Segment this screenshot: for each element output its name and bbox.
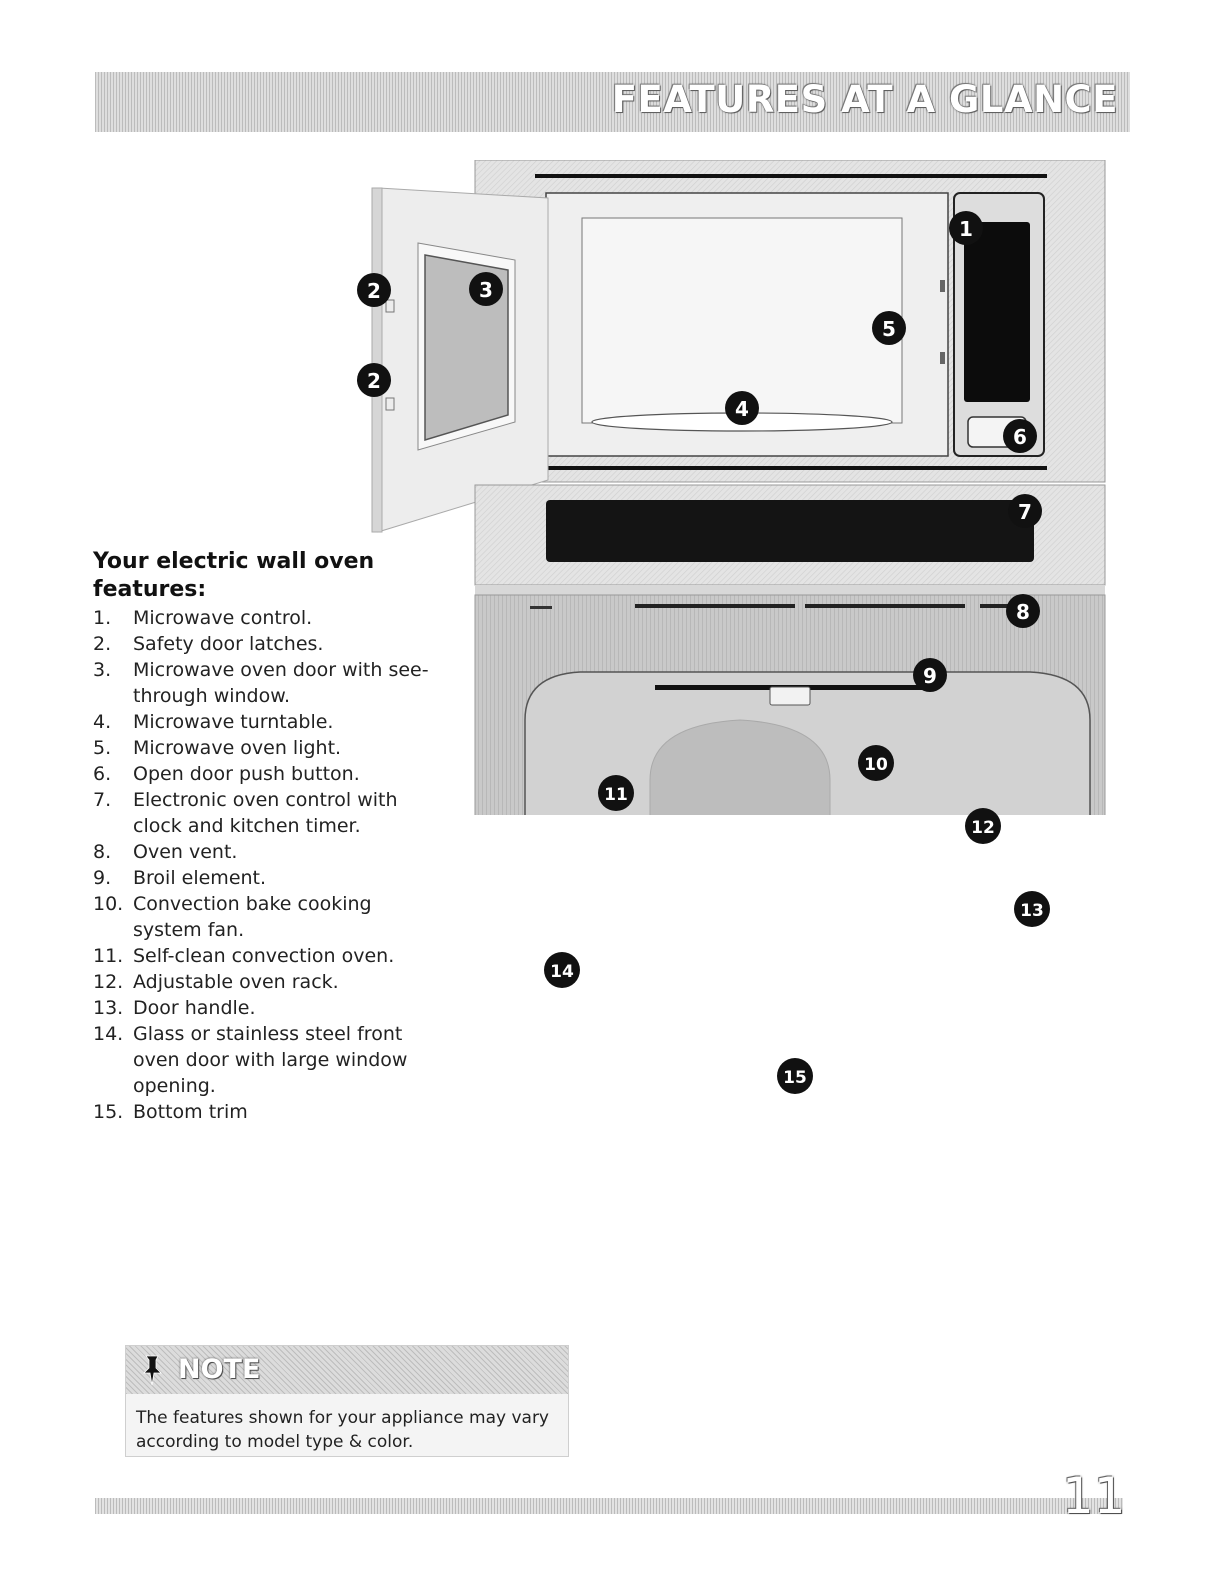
list-item: 4.Microwave turntable. [93,711,334,733]
note-title: NOTE [178,1354,261,1385]
svg-text:6: 6 [1013,425,1027,449]
svg-text:9: 9 [923,664,937,688]
callout-13: 13 [1014,891,1050,927]
list-item: 13.Door handle. [93,997,256,1019]
list-item: 15.Bottom trim [93,1101,248,1123]
note-box: NOTE The features shown for your applian… [125,1345,569,1457]
list-item: 11.Self-clean convection oven. [93,945,395,967]
list-item: 2.Safety door latches. [93,633,324,655]
note-header: NOTE [126,1346,568,1394]
svg-text:15: 15 [783,1068,807,1088]
svg-text:2: 2 [367,279,381,303]
list-item: 3.Microwave oven door with see-through w… [93,659,429,707]
list-item: 8.Oven vent. [93,841,238,863]
callout-2-upper: 2 [357,273,391,307]
callout-11: 11 [598,775,634,811]
callout-4: 4 [725,391,759,425]
svg-text:7: 7 [1018,500,1032,524]
callout-12: 12 [965,808,1001,844]
callout-1: 1 [949,211,983,245]
svg-text:5: 5 [882,317,896,341]
lower-oven [474,594,1106,815]
svg-text:3: 3 [479,278,493,302]
svg-text:10: 10 [864,755,888,775]
note-text: The features shown for your appliance ma… [136,1408,549,1452]
page-title: FEATURES AT A GLANCE [611,78,1118,121]
footer-band [95,1498,1123,1514]
svg-text:4: 4 [735,397,749,421]
svg-text:13: 13 [1020,901,1044,921]
callout-9: 9 [913,658,947,692]
list-item: 9.Broil element. [93,867,267,889]
callout-7: 7 [1008,494,1042,528]
oven-control-panel [474,484,1106,595]
feature-list: 1.Microwave control. 2.Safety door latch… [93,605,433,1125]
svg-text:12: 12 [971,818,995,838]
svg-text:2: 2 [367,369,381,393]
callout-14: 14 [544,952,580,988]
callout-10: 10 [858,745,894,781]
svg-text:11: 11 [604,785,628,805]
callout-5: 5 [872,311,906,345]
header-band: FEATURES AT A GLANCE [95,72,1130,132]
list-item: 6.Open door push button. [93,763,360,785]
svg-text:8: 8 [1016,600,1030,624]
pushpin-icon [143,1355,162,1386]
callout-3: 3 [469,272,503,306]
callout-2-lower: 2 [357,363,391,397]
microwave-unit [474,160,1106,483]
list-item: 10.Convection bake cooking system fan. [93,893,372,941]
callout-6: 6 [1003,419,1037,453]
features-heading: Your electric wall oven features: [93,549,375,602]
list-item: 5.Microwave oven light. [93,737,342,759]
list-item: 14.Glass or stainless steel front oven d… [93,1023,408,1097]
svg-text:14: 14 [550,962,574,982]
list-item: 7.Electronic oven control with clock and… [93,789,398,837]
list-item: 12.Adjustable oven rack. [93,971,339,993]
list-item: 1.Microwave control. [93,607,313,629]
svg-text:1: 1 [959,217,973,241]
page-number: 11 [1062,1467,1126,1525]
callout-8: 8 [1006,594,1040,628]
callout-15: 15 [777,1058,813,1094]
